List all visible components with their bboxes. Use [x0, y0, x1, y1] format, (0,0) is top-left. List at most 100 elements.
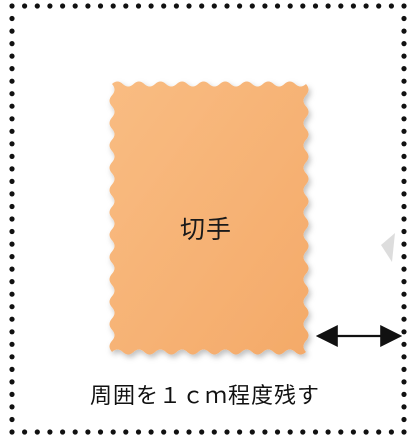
- border-dot: [401, 316, 407, 322]
- border-dot: [9, 91, 15, 97]
- border-dot: [363, 3, 369, 9]
- border-dot: [262, 3, 268, 9]
- border-dot: [9, 391, 15, 397]
- border-dot: [401, 166, 407, 172]
- border-dot: [9, 116, 15, 122]
- border-dot: [9, 78, 15, 84]
- dotted-cut-border: [9, 3, 407, 435]
- border-dot: [249, 429, 255, 435]
- border-dot: [9, 191, 15, 197]
- border-dot: [9, 15, 15, 22]
- border-dot: [9, 416, 15, 423]
- border-dot: [211, 429, 217, 435]
- border-dot: [401, 291, 407, 297]
- border-dot: [9, 316, 15, 322]
- border-dot: [60, 429, 66, 435]
- border-dot: [123, 429, 129, 435]
- border-dot: [312, 429, 319, 435]
- border-dot: [300, 429, 306, 435]
- border-dot: [274, 3, 281, 9]
- caption-text: 周囲を１ｃｍ程度残す: [89, 384, 320, 409]
- border-dot: [237, 429, 243, 435]
- border-dot: [401, 228, 407, 235]
- border-dot: [401, 241, 407, 247]
- border-dot: [9, 141, 15, 147]
- border-dot: [9, 279, 15, 285]
- border-dot: [199, 429, 205, 435]
- border-dot: [9, 66, 15, 72]
- border-dot: [47, 3, 53, 9]
- border-dot: [9, 291, 15, 297]
- border-dot: [85, 3, 91, 9]
- border-dot: [9, 166, 15, 172]
- border-dot: [363, 429, 369, 435]
- border-dot: [123, 3, 129, 9]
- border-dot: [401, 28, 407, 34]
- border-dot: [401, 66, 407, 72]
- border-dot: [161, 3, 167, 9]
- border-dot: [262, 429, 268, 435]
- border-dot: [9, 53, 15, 59]
- border-dot: [85, 429, 91, 435]
- border-dot: [401, 116, 407, 122]
- border-dot: [249, 3, 255, 9]
- border-dot: [300, 3, 306, 9]
- border-dot: [148, 3, 154, 9]
- border-dot: [325, 429, 331, 435]
- border-dot: [9, 103, 15, 109]
- border-dot: [97, 429, 104, 435]
- border-dot: [173, 429, 179, 435]
- border-dot: [9, 3, 15, 9]
- border-dot: [9, 304, 15, 310]
- border-dot: [401, 203, 407, 210]
- border-dot: [401, 15, 407, 22]
- border-dot: [173, 3, 179, 9]
- border-dot: [325, 3, 331, 9]
- border-dot: [9, 329, 15, 335]
- border-dot: [401, 153, 407, 159]
- border-dot: [401, 304, 407, 310]
- border-dot: [401, 279, 407, 285]
- border-dot: [401, 254, 407, 260]
- border-dot: [97, 3, 104, 9]
- border-dot: [9, 266, 15, 272]
- stamp-label: 切手: [179, 215, 232, 244]
- border-dot: [110, 429, 116, 435]
- border-dot: [34, 3, 40, 9]
- border-dot: [9, 379, 15, 385]
- border-dot: [9, 228, 15, 235]
- border-dot: [34, 429, 40, 435]
- border-dot: [9, 254, 15, 260]
- border-dot: [9, 153, 15, 159]
- border-dot: [401, 216, 407, 222]
- border-dot: [401, 416, 407, 423]
- border-dot: [9, 341, 15, 347]
- border-dot: [186, 429, 192, 435]
- border-dot: [60, 3, 66, 9]
- border-dot: [338, 429, 344, 435]
- border-dot: [401, 404, 407, 410]
- border-dot: [9, 354, 15, 360]
- border-dot: [401, 41, 407, 47]
- border-dot: [274, 429, 281, 435]
- border-dot: [401, 266, 407, 272]
- paper-fold-mark: [381, 233, 395, 262]
- border-dot: [401, 103, 407, 109]
- border-dot: [401, 78, 407, 84]
- border-dot: [22, 3, 28, 9]
- border-dot: [199, 3, 205, 9]
- border-dot: [401, 391, 407, 397]
- border-dot: [401, 379, 407, 385]
- border-dot: [312, 3, 319, 9]
- border-dot: [47, 429, 53, 435]
- border-dot: [287, 3, 293, 9]
- border-dot: [72, 3, 78, 9]
- border-dot: [401, 366, 407, 372]
- border-dot: [9, 128, 15, 134]
- border-dot: [224, 3, 230, 9]
- border-dot: [338, 3, 344, 9]
- border-dot: [9, 28, 15, 34]
- border-dot: [211, 3, 217, 9]
